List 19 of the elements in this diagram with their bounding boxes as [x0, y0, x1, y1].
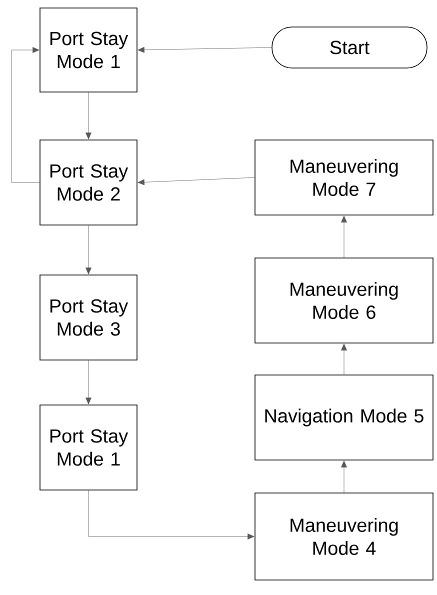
process-box: Maneuvering Mode 4 — [254, 492, 434, 580]
process-box: Maneuvering Mode 7 — [254, 140, 434, 216]
start-terminal: Start — [272, 26, 428, 68]
process-box: Port Stay Mode 3 — [40, 274, 138, 360]
process-box: Port Stay Mode 1 — [40, 8, 138, 92]
arrow — [11, 47, 40, 183]
arrow — [138, 46, 272, 53]
arrow — [341, 216, 347, 258]
process-box: Port Stay Mode 1 — [40, 404, 138, 490]
process-box: Port Stay Mode 2 — [40, 140, 138, 226]
process-box: Navigation Mode 5 — [254, 374, 434, 460]
arrow — [341, 460, 347, 493]
process-box: Maneuvering Mode 6 — [254, 258, 434, 344]
arrow — [86, 92, 92, 140]
arrow — [138, 177, 255, 186]
arrow — [86, 360, 92, 404]
arrow — [88, 490, 254, 540]
arrow — [86, 225, 92, 274]
arrow — [341, 344, 347, 375]
